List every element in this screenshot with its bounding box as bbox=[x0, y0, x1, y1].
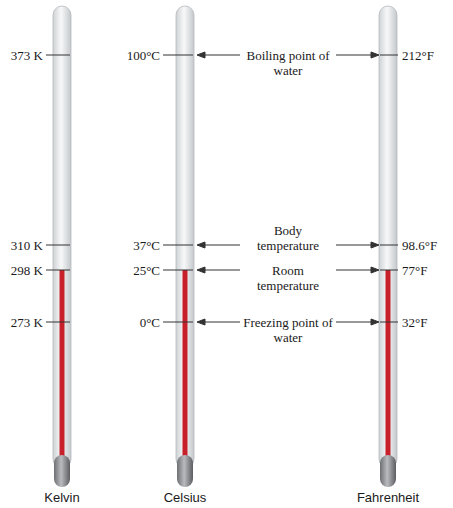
arrowhead bbox=[371, 52, 379, 58]
reference-label: Body temperature bbox=[240, 223, 336, 253]
glass-tube bbox=[176, 6, 194, 468]
tick-mark bbox=[380, 270, 398, 271]
tick-mark bbox=[163, 55, 193, 56]
thermometer-bulb bbox=[177, 455, 193, 487]
reference-label: Room temperature bbox=[240, 263, 336, 293]
scale-name: Kelvin bbox=[44, 490, 79, 505]
tick-mark bbox=[46, 55, 70, 56]
mercury-column bbox=[386, 270, 391, 460]
glass-tube bbox=[379, 6, 397, 468]
glass-tube bbox=[53, 6, 71, 468]
tick-mark bbox=[46, 322, 70, 323]
celsius-value: 0°C bbox=[140, 315, 160, 330]
tick-mark bbox=[163, 322, 193, 323]
tick-mark bbox=[163, 270, 193, 271]
thermometer-bulb bbox=[380, 455, 396, 487]
arrowhead bbox=[371, 267, 379, 273]
arrowhead bbox=[197, 319, 205, 325]
celsius-value: 37°C bbox=[133, 238, 160, 253]
kelvin-value: 273 K bbox=[11, 315, 43, 330]
tick-mark bbox=[380, 55, 398, 56]
celsius-value: 100°C bbox=[127, 48, 160, 63]
arrowhead bbox=[371, 319, 379, 325]
tick-mark bbox=[380, 322, 398, 323]
scale-name: Fahrenheit bbox=[357, 490, 419, 505]
arrowhead bbox=[197, 52, 205, 58]
tick-mark bbox=[163, 245, 193, 246]
tick-mark bbox=[46, 245, 70, 246]
fahrenheit-value: 32°F bbox=[402, 315, 427, 330]
kelvin-value: 373 K bbox=[11, 48, 43, 63]
fahrenheit-value: 98.6°F bbox=[402, 238, 437, 253]
fahrenheit-value: 212°F bbox=[402, 48, 434, 63]
arrowhead bbox=[197, 242, 205, 248]
kelvin-value: 310 K bbox=[11, 238, 43, 253]
reference-label: Freezing point of water bbox=[240, 315, 336, 345]
kelvin-value: 298 K bbox=[11, 263, 43, 278]
mercury-column bbox=[60, 270, 65, 460]
tick-mark bbox=[46, 270, 70, 271]
reference-label: Boiling point of water bbox=[240, 48, 336, 78]
fahrenheit-value: 77°F bbox=[402, 263, 427, 278]
celsius-value: 25°C bbox=[133, 263, 160, 278]
arrowhead bbox=[197, 267, 205, 273]
arrowhead bbox=[371, 242, 379, 248]
tick-mark bbox=[380, 245, 398, 246]
mercury-column bbox=[183, 270, 188, 460]
thermometer-bulb bbox=[54, 455, 70, 487]
scale-name: Celsius bbox=[164, 490, 207, 505]
